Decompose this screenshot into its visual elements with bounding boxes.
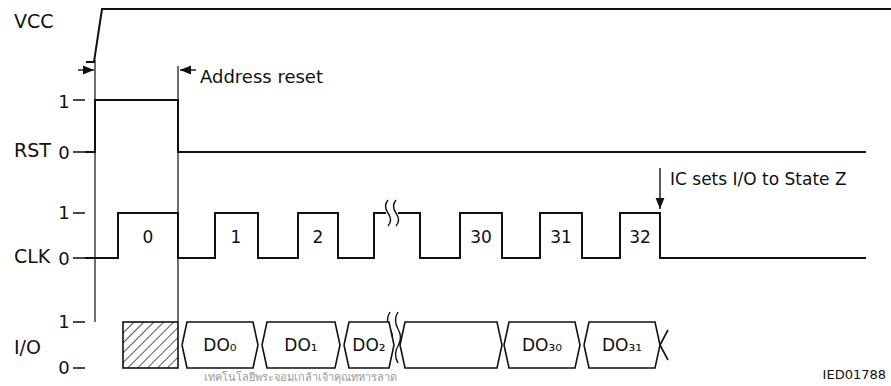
data-bit-cell: DO₁ <box>262 322 340 368</box>
data-bit-name: DO₃₁ <box>602 335 642 355</box>
logic-level: 1 <box>58 312 69 332</box>
data-bit-name: DO₀ <box>203 335 236 355</box>
signal-name: VCC <box>14 11 54 32</box>
data-bit-name: DO₁ <box>284 335 317 355</box>
clock-pulse-number: 31 <box>550 228 572 247</box>
data-bit-cell: DO₀ <box>182 322 258 368</box>
data-bit-border <box>262 322 340 368</box>
level-ticks <box>73 100 85 368</box>
signal-name: RST <box>14 140 51 161</box>
data-bit-cell: DO₃₁ <box>584 322 660 368</box>
clock-pulse-number: 32 <box>629 228 651 247</box>
clock-pulse-number: 2 <box>313 228 324 247</box>
data-bit-cell: DO₃₀ <box>504 322 580 368</box>
break-mark <box>386 200 399 226</box>
logic-level: 1 <box>58 203 69 223</box>
watermark: เทคโนโลยีพระจอมเกล้าเจ้าคุณทหารลาด <box>204 372 397 384</box>
data-bit-border <box>182 322 258 368</box>
state-z-arrow <box>659 168 660 209</box>
data-bit-border <box>344 322 394 368</box>
io-tail <box>660 330 668 360</box>
logic-level: 0 <box>58 358 69 378</box>
clock-pulse-number: 1 <box>231 228 242 247</box>
data-bit-border <box>584 322 660 368</box>
logic-level: 0 <box>58 249 69 269</box>
clock-pulse-number: 30 <box>470 228 492 247</box>
undefined-data-hatch <box>123 322 178 368</box>
data-bit-border <box>504 322 580 368</box>
logic-level: 1 <box>58 92 69 112</box>
reset-arrow <box>180 69 196 70</box>
rst-waveform <box>85 100 866 152</box>
timing-note: IC sets I/O to State Z <box>670 170 847 189</box>
timing-note: Address reset <box>200 67 323 87</box>
vcc-waveform <box>86 9 891 62</box>
data-bit-cell: DO₂ <box>344 322 394 368</box>
data-bit-name: DO₂ <box>352 335 385 355</box>
signal-name: I/O <box>14 337 41 358</box>
clk-waveform <box>85 213 866 258</box>
data-bit-name: DO₃₀ <box>522 335 562 355</box>
logic-level: 0 <box>58 143 69 163</box>
figure-id: IED01788 <box>823 368 886 382</box>
clock-pulse-number: 0 <box>143 228 154 247</box>
reset-arrow <box>78 69 94 70</box>
signal-name: CLK <box>14 246 50 267</box>
io-cell <box>400 322 502 368</box>
